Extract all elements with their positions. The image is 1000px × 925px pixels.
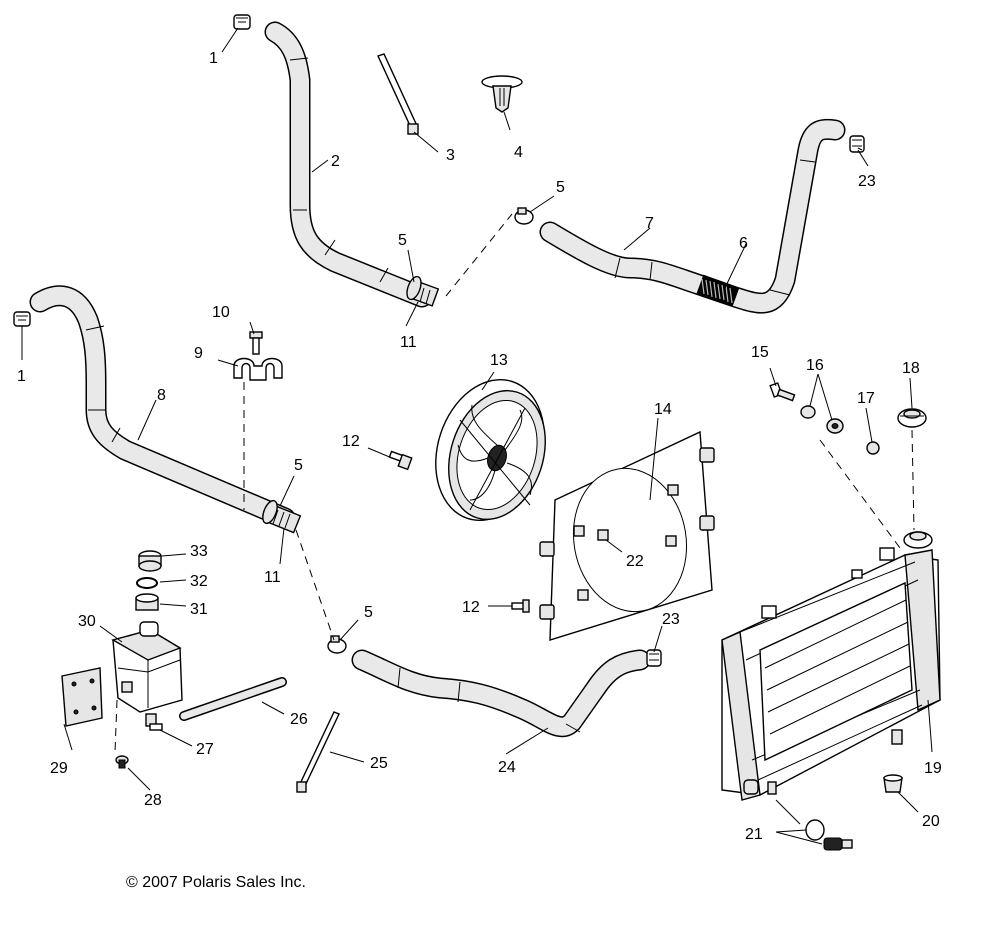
- fitting-27: [145, 713, 163, 731]
- callout-9: 9: [194, 345, 203, 362]
- clamp-5-hose-8: [262, 499, 278, 525]
- grommet-20: [883, 774, 903, 793]
- washer-21: [805, 819, 825, 841]
- callout-31: 31: [190, 601, 208, 618]
- copyright-notice: © 2007 Polaris Sales Inc.: [126, 874, 306, 891]
- drain-plug-21: [823, 837, 853, 851]
- clamp-5-lower: [327, 635, 347, 654]
- coolant-reservoir-30: [111, 621, 183, 713]
- callout-12-upper: 12: [342, 433, 360, 450]
- callout-33: 33: [190, 543, 208, 560]
- mounting-pad-29: [61, 667, 103, 727]
- cable-tie-3: [377, 53, 419, 135]
- hose-24: [351, 649, 651, 738]
- callout-23-upper: 23: [858, 173, 876, 190]
- callout-19: 19: [924, 760, 942, 777]
- callout-11-lower: 11: [264, 569, 281, 586]
- push-rivet-4: [481, 75, 523, 113]
- callout-12-lower: 12: [462, 599, 480, 616]
- hose-sleeve-6: [696, 274, 740, 307]
- callout-29: 29: [50, 760, 68, 777]
- clamp-5-upper-right: [514, 207, 534, 225]
- hose-2: [264, 21, 433, 308]
- clamp-23-upper: [849, 135, 865, 153]
- callout-26: 26: [290, 711, 308, 728]
- callout-11-upper: 11: [400, 334, 417, 351]
- callout-5-hose-8: 5: [294, 457, 303, 474]
- callout-28: 28: [144, 792, 162, 809]
- radiator-cap-18: [897, 408, 927, 428]
- callout-1-left: 1: [17, 368, 26, 385]
- callout-5-upper: 5: [398, 232, 407, 249]
- callout-16: 16: [806, 357, 824, 374]
- hose-8: [29, 285, 296, 529]
- fan-shroud-14: [539, 430, 715, 641]
- callout-10: 10: [212, 304, 230, 321]
- callout-6: 6: [739, 235, 748, 252]
- bolt-12-upper: [388, 450, 413, 471]
- callout-27: 27: [196, 741, 214, 758]
- clamp-5-upper-hose: [406, 275, 422, 301]
- callout-2: 2: [331, 153, 340, 170]
- grommet-16b: [826, 418, 844, 434]
- callout-5-lower: 5: [364, 604, 373, 621]
- callout-14: 14: [654, 401, 672, 418]
- callout-5-upper-right: 5: [556, 179, 565, 196]
- callout-7: 7: [645, 215, 654, 232]
- reservoir-cap-33: [138, 550, 162, 572]
- cable-tie-25: [296, 711, 340, 793]
- callout-22: 22: [626, 553, 644, 570]
- seal-32: [136, 577, 158, 589]
- hose-7: [539, 118, 846, 314]
- callout-20: 20: [922, 813, 940, 830]
- neck-31: [135, 593, 159, 611]
- clamp-1-top: [233, 14, 251, 30]
- bolt-12-lower: [511, 599, 530, 613]
- callout-3: 3: [446, 147, 455, 164]
- callout-18: 18: [902, 360, 920, 377]
- leader-lines: [21, 27, 933, 845]
- hose-clamp-bracket-9: [233, 357, 283, 381]
- callout-15: 15: [751, 344, 769, 361]
- radiator-19: [721, 547, 941, 801]
- clamp-23-lower: [646, 649, 662, 667]
- callout-17: 17: [857, 390, 875, 407]
- callout-32: 32: [190, 573, 208, 590]
- callout-21: 21: [745, 826, 763, 843]
- callout-1-top: 1: [209, 50, 218, 67]
- bolt-10: [249, 331, 263, 355]
- assembly-lines: [114, 213, 915, 753]
- callout-labels: 1 2 3 4 5 5 6 7 23 1 8 9 10 5 11 11 12 1…: [17, 50, 942, 843]
- callout-24: 24: [498, 759, 516, 776]
- grommet-16a: [800, 405, 816, 419]
- nut-17: [866, 441, 880, 455]
- callout-8: 8: [157, 387, 166, 404]
- callout-23-lower: 23: [662, 611, 680, 628]
- callout-25: 25: [370, 755, 388, 772]
- bolt-15: [769, 382, 796, 402]
- callout-13: 13: [490, 352, 508, 369]
- callout-4: 4: [514, 144, 523, 161]
- vent-tube-26: [179, 677, 287, 721]
- clamp-1-left: [13, 311, 31, 327]
- callout-30: 30: [78, 613, 96, 630]
- cooling-fan-13: [435, 378, 546, 522]
- radiator-cap-installed: [903, 531, 933, 549]
- screw-28: [115, 755, 129, 769]
